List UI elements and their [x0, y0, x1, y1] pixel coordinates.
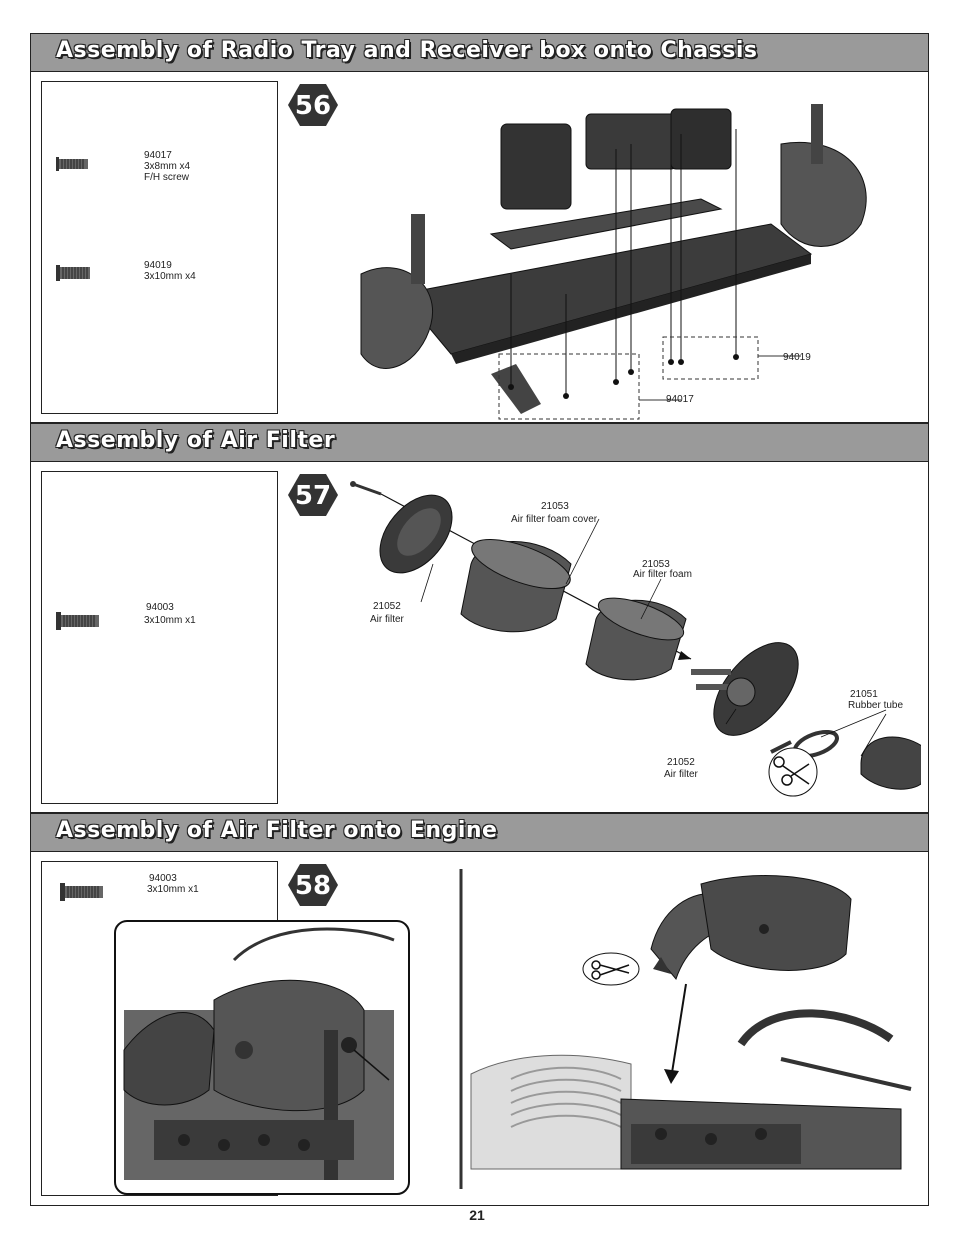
part-code: 94019	[144, 260, 172, 271]
step-number: 56	[295, 91, 331, 121]
callout-code: 21052	[373, 601, 401, 612]
section-header: Assembly of Air Filter onto Engine	[31, 814, 928, 852]
part-desc: 3x10mm x1	[144, 615, 196, 626]
air-filter-exploded-illustration	[350, 481, 921, 797]
section-radio-tray: Assembly of Radio Tray and Receiver box …	[30, 33, 929, 423]
section-header: Assembly of Radio Tray and Receiver box …	[31, 34, 928, 72]
part-desc2: F/H screw	[144, 172, 189, 183]
section-air-filter-engine: Assembly of Air Filter onto Engine 94003…	[30, 813, 929, 1206]
callout-desc: Air filter	[370, 614, 404, 625]
step-number: 58	[295, 871, 331, 901]
engine-detail-inset	[114, 920, 410, 1195]
section-air-filter: Assembly of Air Filter 94003 3x10mm x1 5…	[30, 423, 929, 813]
cap-screw-icon	[56, 265, 90, 281]
section-header: Assembly of Air Filter	[31, 424, 928, 462]
part-code: 94003	[149, 873, 177, 884]
step-badge: 57	[288, 474, 338, 516]
part-desc: 3x8mm x4	[144, 161, 191, 172]
callout-code: 21053	[541, 501, 569, 512]
callout-code: 21051	[850, 689, 878, 700]
step-badge: 58	[288, 864, 338, 906]
step-number: 57	[295, 481, 331, 511]
section-title: Assembly of Air Filter	[56, 428, 336, 453]
section-title: Assembly of Radio Tray and Receiver box …	[56, 38, 758, 63]
callout-label: 94019	[783, 352, 811, 363]
flat-head-screw-icon	[56, 157, 88, 171]
step-badge: 56	[288, 84, 338, 126]
part-desc: 3x10mm x4	[144, 271, 196, 282]
callout-label: 94017	[666, 394, 694, 405]
part-code: 94003	[146, 602, 174, 613]
part-code: 94017	[144, 150, 172, 161]
engine-illustration	[459, 869, 912, 1189]
callout-desc: Air filter	[664, 769, 698, 780]
cap-screw-icon	[56, 612, 99, 630]
callout-desc: Air filter foam	[633, 569, 692, 580]
callout-code: 21053	[642, 559, 670, 570]
part-desc: 3x10mm x1	[147, 884, 199, 895]
section-title: Assembly of Air Filter onto Engine	[56, 818, 498, 843]
callout-code: 21052	[667, 757, 695, 768]
cap-screw-icon	[60, 883, 103, 901]
parts-box: 94003 3x10mm x1	[41, 471, 278, 804]
parts-box: 94017 3x8mm x4 F/H screw 94019 3x10mm x4	[41, 81, 278, 414]
page-number: 21	[469, 1207, 485, 1223]
chassis-illustration	[360, 104, 867, 420]
callout-desc: Rubber tube	[848, 700, 904, 711]
callout-desc: Air filter foam cover	[511, 514, 598, 525]
